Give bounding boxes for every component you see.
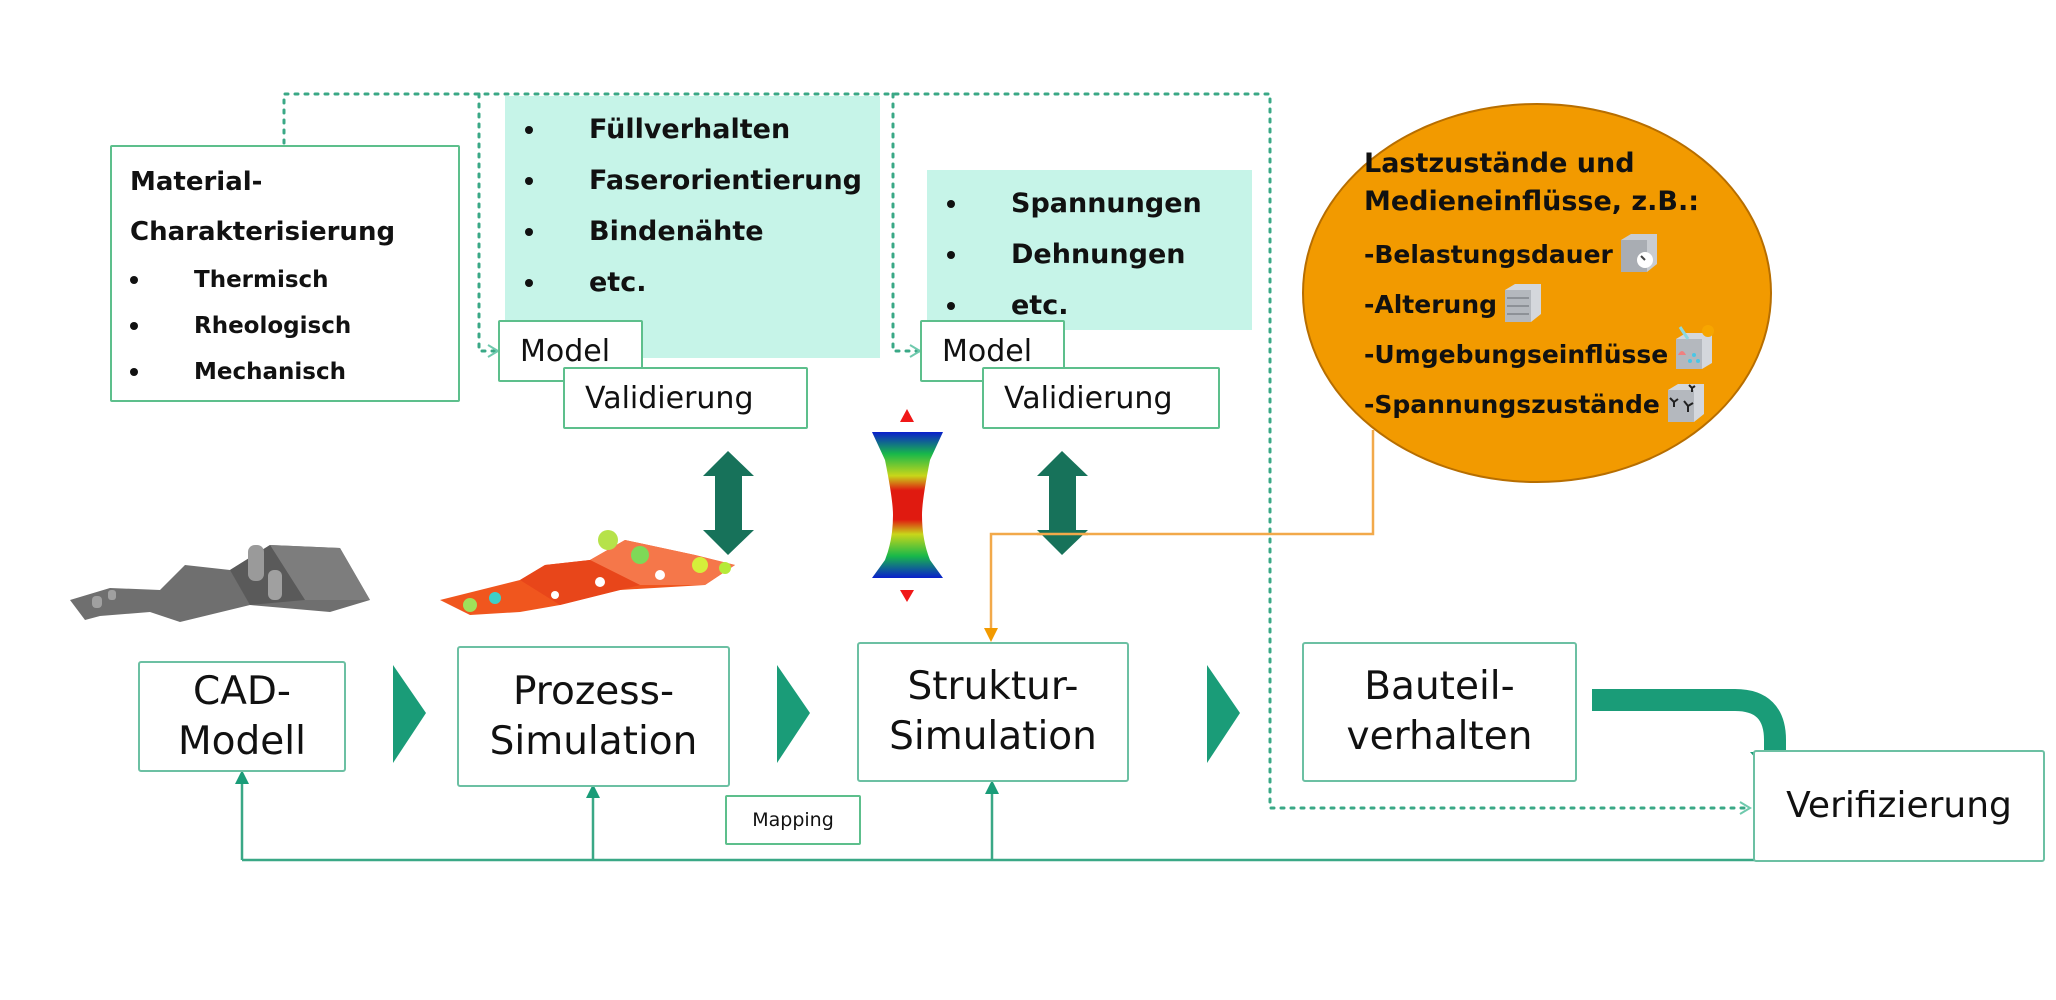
bullet-icon: [947, 301, 955, 310]
flow-chevron-3: [1207, 665, 1240, 763]
load-case-item: -Alterung: [1364, 279, 1770, 329]
feedback-arrowhead-process: [586, 784, 600, 798]
cad-model-line2: Modell: [178, 718, 306, 764]
bullet-icon: [525, 125, 533, 134]
load-case-arrowhead: [984, 628, 998, 642]
load-cases-title-line2: Medieneinflüsse, z.B.:: [1364, 186, 1700, 217]
load-case-line: [989, 430, 1375, 628]
process-result-item: Bindenähte: [505, 206, 880, 257]
dotted-line-material-top: [282, 92, 1752, 815]
environment-cube-icon: [1676, 325, 1715, 369]
validation-double-arrow-2: [1037, 451, 1088, 555]
feedback-arrowhead-cad: [235, 770, 249, 784]
bullet-icon: [525, 176, 533, 185]
dotted-line-to-process-model: [477, 92, 500, 358]
structure-simulation-line2: Simulation: [889, 714, 1097, 759]
clock-cube-icon: [1620, 234, 1657, 272]
material-property-item: Thermisch: [108, 257, 458, 303]
process-result-item: etc.: [505, 257, 880, 308]
bullet-icon: [130, 368, 138, 376]
cad-part-image: [70, 545, 370, 622]
bullet-icon: [130, 322, 138, 330]
cad-model-line1: CAD-: [192, 668, 291, 714]
structure-result-item: Dehnungen: [927, 229, 1252, 280]
material-property-item: Rheologisch: [108, 303, 458, 349]
process-result-item: Füllverhalten: [505, 104, 880, 155]
structure-results-list: Spannungen Dehnungen etc.: [927, 178, 1252, 331]
tensile-specimen-image: [872, 409, 943, 602]
validation-double-arrow-1: [703, 451, 754, 555]
bullet-icon: [947, 250, 955, 259]
structure-results-panel: Spannungen Dehnungen etc.: [927, 170, 1252, 330]
component-to-verification-arrow: [1592, 689, 1786, 752]
process-simulation-line1: Prozess-: [512, 668, 675, 714]
load-cases-circle: Lastzustände und Medieneinflüsse, z.B.: …: [1302, 103, 1772, 483]
material-title-line2: Charakterisierung: [130, 217, 396, 247]
load-case-item: -Umgebungseinflüsse: [1364, 325, 1770, 379]
process-simulation-box: Prozess- Simulation: [457, 646, 730, 787]
process-result-item: Faserorientierung: [505, 155, 880, 206]
process-part-image: [440, 530, 735, 615]
dotted-line-to-structure-model: [891, 92, 922, 358]
mapping-label: Mapping: [725, 795, 861, 845]
flow-chevron-1: [393, 665, 426, 763]
feedback-arrowhead-structure: [985, 780, 999, 794]
structure-result-item: etc.: [927, 280, 1252, 331]
material-property-item: Mechanisch: [108, 349, 458, 395]
structure-simulation-box: Struktur- Simulation: [857, 642, 1129, 782]
process-results-panel: Füllverhalten Faserorientierung Bindenäh…: [505, 96, 880, 358]
verification-label: Verifizierung: [1786, 785, 2012, 826]
stress-cube-icon: [1667, 384, 1704, 422]
component-behavior-line2: verhalten: [1346, 714, 1533, 759]
load-case-item: -Belastungsdauer: [1364, 229, 1770, 279]
process-results-list: Füllverhalten Faserorientierung Bindenäh…: [505, 104, 880, 308]
structure-validation-label: Validierung: [982, 367, 1220, 429]
feedback-loop-line: [240, 782, 1755, 862]
dotted-feedback-lines: [282, 92, 1752, 815]
verification-box: Verifizierung: [1753, 750, 2045, 862]
cad-model-box: CAD- Modell: [138, 661, 346, 772]
bullet-icon: [130, 276, 138, 284]
material-title-line1: Material-: [130, 167, 263, 197]
component-behavior-line1: Bauteil-: [1364, 664, 1515, 709]
component-behavior-box: Bauteil- verhalten: [1302, 642, 1577, 782]
structure-simulation-line1: Struktur-: [907, 664, 1079, 709]
flow-chevron-2: [777, 665, 810, 763]
bullet-icon: [947, 199, 955, 208]
material-property-list: Thermisch Rheologisch Mechanisch: [108, 257, 458, 395]
load-case-item: -Spannungszustände: [1364, 379, 1770, 429]
structure-result-item: Spannungen: [927, 178, 1252, 229]
layered-cube-icon: [1505, 284, 1542, 322]
process-simulation-line2: Simulation: [489, 718, 698, 764]
process-validation-label: Validierung: [563, 367, 808, 429]
load-cases-title-line1: Lastzustände und: [1364, 148, 1635, 179]
bullet-icon: [525, 278, 533, 287]
bullet-icon: [525, 227, 533, 236]
material-characterization-box: Material- Charakterisierung Thermisch Rh…: [110, 145, 460, 402]
